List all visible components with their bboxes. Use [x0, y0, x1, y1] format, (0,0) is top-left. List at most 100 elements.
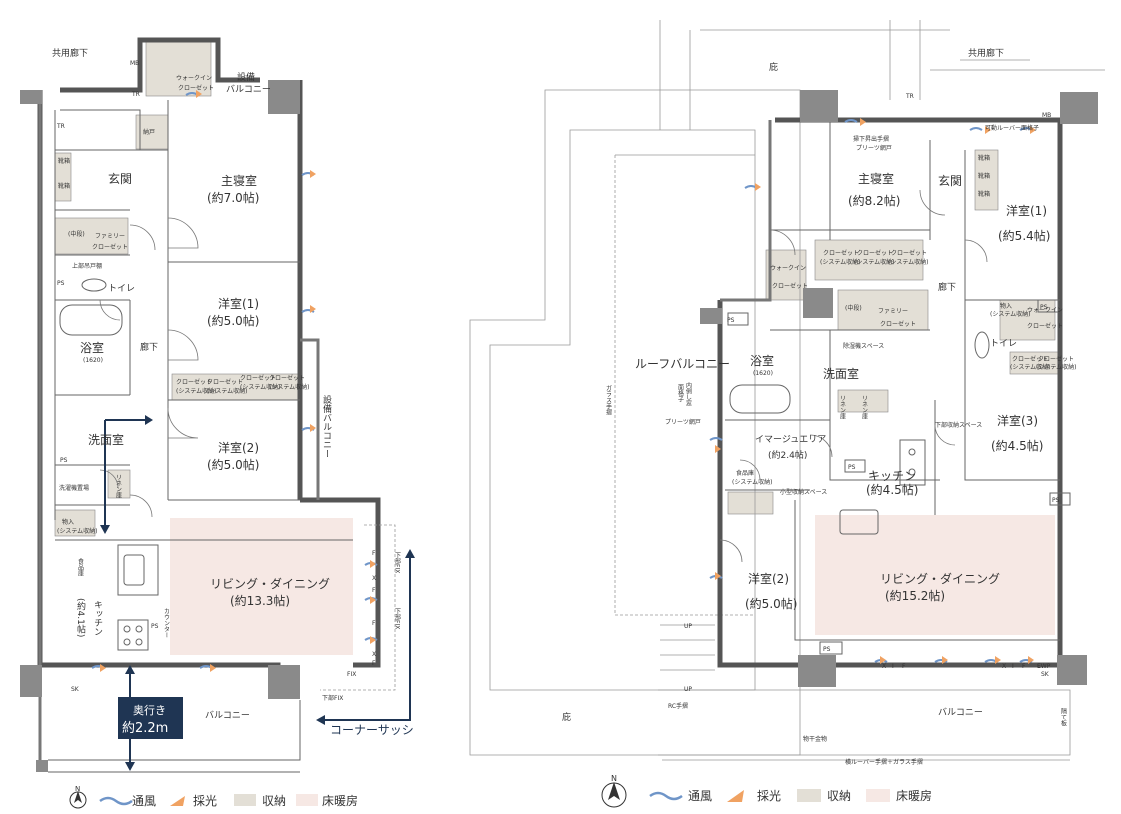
daylight-icon — [170, 796, 185, 806]
plan-b-under-sink-label: 下部収納スペース — [935, 421, 982, 429]
plan-a-living-size: (約13.3帖) — [230, 593, 290, 608]
legend-left: N 通風 採光 収納 床暖房 — [69, 785, 358, 809]
plan-b-ewp-label: EWP — [1037, 663, 1051, 670]
plan-b-up-label: UP — [684, 623, 692, 630]
plan-a-fix-f2: F — [372, 587, 376, 594]
plan-a-toilet-label: トイレ — [108, 284, 135, 294]
plan-a-washroom-label: 洗面室 — [88, 432, 124, 447]
plan-b-walkin-sub: クローゼット — [772, 282, 808, 290]
plan-b-walkin1-area — [765, 249, 807, 301]
plan-b-fix-i1: I — [892, 663, 894, 670]
plan-a-shoebox2-label: 靴箱 — [58, 182, 70, 190]
plan-a-kitchen-label: キッチン — [92, 600, 103, 636]
plan-b-rail-note: 横ルーバー手摺＋ガラス手摺 — [845, 758, 923, 766]
ventilation-icon-2 — [649, 791, 683, 801]
legend-ventilation-label-2: 通風 — [688, 789, 712, 803]
plan-a-closet-sub-2: (システム収納) — [207, 387, 248, 395]
plan-b-small-space-label: 小型収納スペース — [780, 488, 827, 496]
plan-a-counter-label: カウンター — [163, 608, 170, 638]
svg-text:N: N — [611, 774, 617, 783]
plan-b-roof-balcony-label: ルーフバルコニー — [635, 357, 730, 371]
floor-heating-swatch-icon-2 — [866, 789, 890, 802]
plan-a-equip-balcony-side: 設備バルコニー — [321, 394, 332, 458]
plan-b-kitchen-sink — [839, 509, 879, 535]
plan-b-walkin2-sub: クローゼット — [1027, 322, 1063, 330]
north-arrow-icon: N — [69, 785, 87, 809]
plan-b-shoebox3-label: 靴箱 — [978, 190, 990, 198]
plan-b-partition-label: 隔て板 — [1060, 707, 1067, 727]
floor-heating-swatch-icon — [296, 794, 318, 806]
plan-b-food-sub: (システム収納) — [732, 478, 773, 486]
plan-b-western1-label: 洋室(1) — [1006, 203, 1047, 218]
plan-b-toilet-label: トイレ — [990, 339, 1017, 349]
plan-a-closet-row — [171, 373, 299, 401]
plan-a-depth-label: 奥行き — [133, 703, 166, 717]
plan-a-fix-label-2: 下部FIX — [394, 608, 401, 629]
plan-a-fix-label-3: FIX — [347, 671, 356, 678]
plan-b-master-size: (約8.2帖) — [848, 193, 900, 208]
plan-b-balcony-label: バルコニー — [938, 707, 983, 718]
legend-storage-label: 収納 — [262, 794, 286, 808]
plan-b-shoebox2-label: 靴箱 — [978, 172, 990, 180]
plan-b-fix-i2: I — [1012, 663, 1014, 670]
plan-b-entrance-label: 玄関 — [938, 173, 962, 188]
plan-a-walkin-closet-area — [145, 39, 212, 97]
plan-a-storage-area — [54, 509, 96, 537]
plan-b-linen-label-2: リネン庫 — [861, 395, 868, 420]
plan-b-family-label-3: クローゼット — [880, 320, 916, 328]
plan-a-family-closet-label-2: ファミリー — [95, 233, 125, 240]
plan-b-bathtub — [729, 384, 791, 414]
plan-a-nando-area — [135, 114, 169, 150]
plan-b-eaves-bottom-label: 庇 — [562, 711, 571, 723]
plan-a-tr-label: TR — [131, 91, 140, 98]
plan-a-bathtub — [59, 304, 123, 336]
plan-b-shoebox-label: 靴箱 — [978, 154, 990, 162]
plan-a-western1-label: 洋室(1) — [218, 296, 259, 311]
plan-b-bath-size: (1620) — [753, 370, 773, 377]
storage-swatch-icon-2 — [797, 789, 821, 802]
legend-ventilation-label: 通風 — [132, 794, 156, 808]
plan-b-window-label: 内倒し窓 — [685, 381, 692, 406]
plan-b-dehum-label: 除湿機スペース — [843, 342, 884, 350]
plan-b-closet-sub-3: (システム収納) — [888, 258, 929, 266]
plan-b-glass-rail-label: ガラス手摺 — [605, 384, 612, 416]
plan-b-fix-x1: X — [882, 663, 886, 670]
plan-b-storage-sub: (システム収納) — [990, 310, 1031, 318]
plan-a-nando-label: 納戸 — [143, 128, 155, 136]
plan-b-stove — [899, 439, 926, 486]
plan-b-master-label: 主寝室 — [858, 171, 894, 186]
plan-a-western1-size: (約5.0帖) — [207, 313, 259, 328]
plan-a-fix-label: 下部FIX — [394, 552, 401, 573]
plan-b-closet-sub: (システム収納) — [820, 258, 861, 266]
plan-b-ps-label-4: PS — [1052, 497, 1060, 504]
plan-b: 庇 共用廊下 MB TR 可動ルーバー面格子 掃下昇出手摺 プリーツ網戸 主寝室… — [469, 20, 1105, 766]
plan-a-closet-sub-4: (システム収納) — [269, 383, 310, 391]
plan-b-louver-label: 可動ルーバー面格子 — [985, 124, 1039, 132]
plan-a: 共用廊下 MB TR TR ウォークイン クローゼット 設備 バルコニー 納戸 … — [20, 37, 415, 773]
plan-a-family-closet-label: (中段) — [68, 230, 85, 238]
plan-b-walkin2-label: ウォークイン — [1027, 306, 1063, 314]
plan-b-western3-label: 洋室(3) — [997, 413, 1038, 428]
plan-a-linen-label: リネン庫 — [115, 474, 122, 499]
plan-a-food-label: 食品庫 — [77, 557, 84, 577]
plan-a-upper-cabinet-label: 上部吊戸棚 — [72, 262, 102, 270]
plan-b-linen-label: リネン庫 — [839, 395, 846, 420]
plan-b-western2-label: 洋室(2) — [748, 571, 789, 586]
plan-b-western2-size: (約5.0帖) — [745, 596, 797, 611]
plan-a-master-label: 主寝室 — [221, 173, 257, 188]
plan-b-family-label-2: ファミリー — [878, 308, 908, 315]
plan-a-corner-sash-label: コーナーサッシ — [330, 723, 414, 737]
plan-b-ps-label-3: PS — [1040, 304, 1048, 311]
plan-b-closet-sub-2: (システム収納) — [854, 258, 895, 266]
plan-b-family-area — [837, 289, 929, 331]
plan-b-floor-heating-area — [815, 515, 1055, 635]
plan-b-pleats-top-label: プリーツ網戸 — [856, 144, 892, 152]
plan-a-ps2-label: PS — [60, 457, 68, 464]
plan-a-closet-sub-3: (システム収納) — [240, 383, 281, 391]
plan-a-fix-label-4: 下部FIX — [322, 694, 343, 702]
plan-b-family-label: (中段) — [845, 304, 862, 312]
plan-b-tr-label: TR — [905, 93, 914, 100]
plan-a-toilet-fixture — [81, 278, 107, 292]
plan-b-storage-label: 物入 — [1000, 302, 1012, 310]
plan-b-closet-lower-sub: (システム収納) — [1010, 363, 1051, 371]
